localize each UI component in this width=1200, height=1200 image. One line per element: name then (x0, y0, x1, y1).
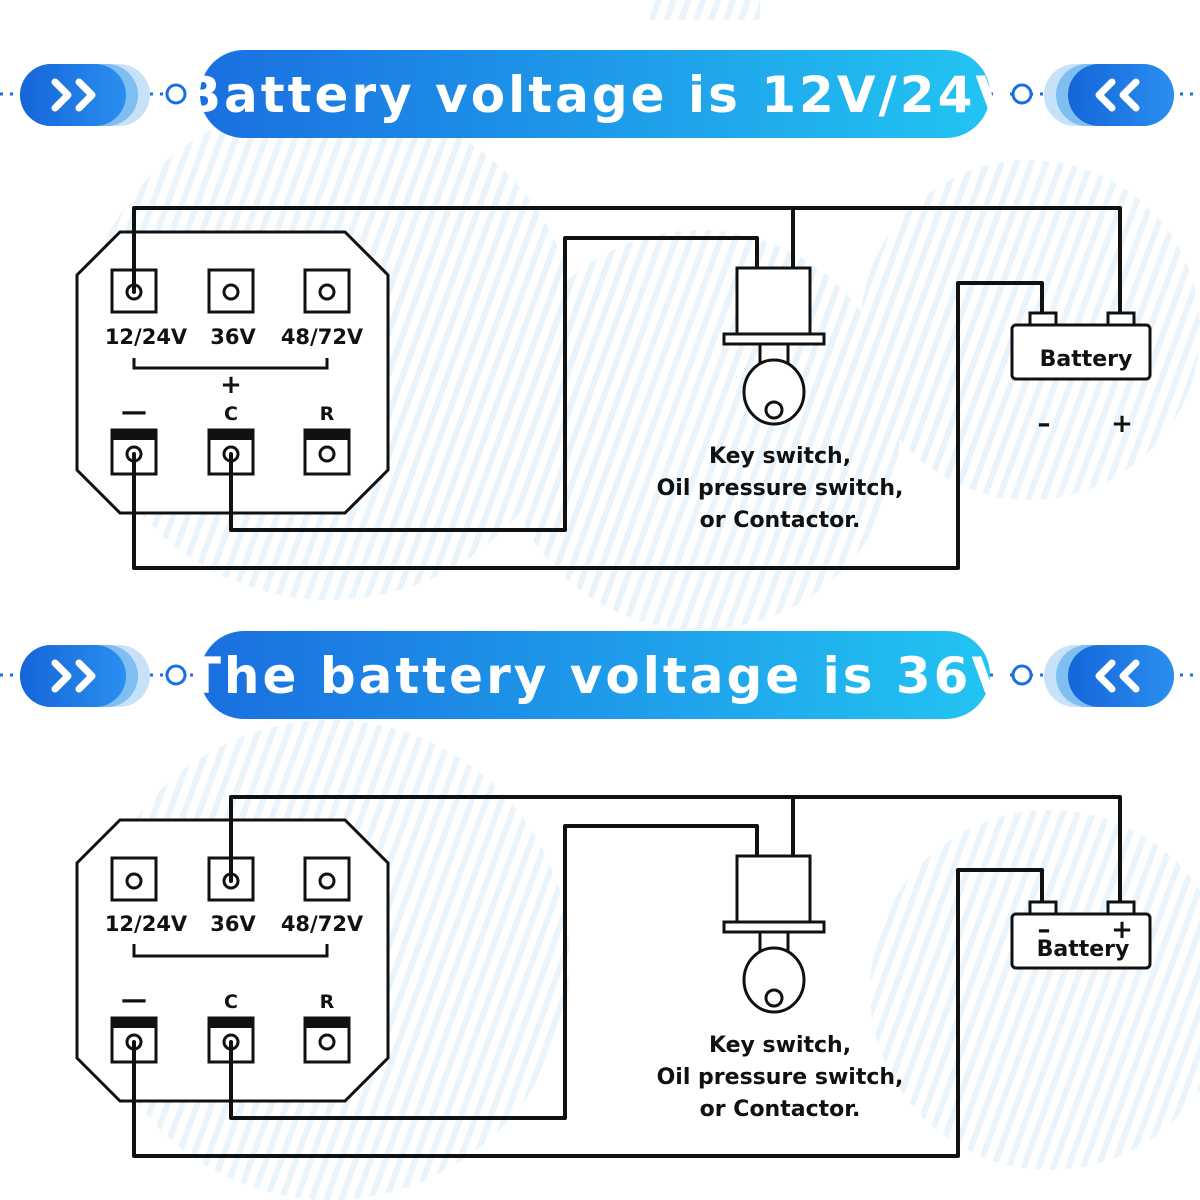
banner-12-24v: Battery voltage is 12V/24V (0, 50, 1200, 138)
terminal-label-r: R (320, 991, 335, 1013)
key-switch (722, 854, 826, 1014)
switch-label-line-1: Key switch, (709, 1033, 851, 1058)
battery-plus-label: + (1111, 915, 1133, 945)
terminal-label-36v: 36V (210, 912, 256, 936)
terminal-label-r: R (320, 403, 335, 425)
terminal-label-48-72v: 48/72V (281, 912, 364, 936)
switch-label-line-1: Key switch, (709, 444, 851, 469)
terminal-12-24v (110, 856, 158, 902)
voltage-module: 12/24V 36V 48/72V + — C R (75, 230, 390, 515)
key-icon (742, 358, 806, 426)
terminal-label-36v: 36V (210, 325, 256, 349)
terminal-label-negative: — (121, 985, 147, 1015)
wires (132, 795, 1122, 1158)
terminal-r (303, 428, 351, 476)
terminal-label-12-24v: 12/24V (105, 325, 188, 349)
battery-icon (1010, 311, 1152, 381)
battery-minus-label: – (1038, 915, 1051, 945)
chevron-left-icon (1044, 645, 1174, 707)
section-title: Battery voltage is 12V/24V (183, 66, 1017, 124)
terminal-label-c: C (224, 403, 238, 425)
switch-label-line-2: Oil pressure switch, (657, 476, 904, 501)
switch-label-line-2: Oil pressure switch, (657, 1065, 904, 1090)
battery-label: Battery (1037, 937, 1130, 962)
battery-plus-label: + (1111, 409, 1133, 439)
terminal-label-c: C (224, 991, 238, 1013)
positive-sign: + (220, 370, 242, 400)
terminal-48-72v (303, 268, 351, 314)
banner-pill (200, 631, 990, 719)
section-36v: The battery voltage is 36V (0, 631, 1200, 1158)
terminal-label-48-72v: 48/72V (281, 325, 364, 349)
battery-label: Battery (1040, 347, 1133, 372)
banner-36v: The battery voltage is 36V (0, 631, 1200, 719)
banner-pill (200, 50, 990, 138)
chevron-left-icon (1044, 64, 1174, 126)
terminal-r (303, 1016, 351, 1064)
battery-icon (1010, 900, 1152, 970)
section-title: The battery voltage is 36V (187, 647, 1013, 705)
section-12-24v: Battery voltage is 12V/24V (0, 50, 1200, 570)
terminal-label-12-24v: 12/24V (105, 912, 188, 936)
terminal-label-negative: — (121, 397, 147, 427)
key-icon (742, 946, 806, 1014)
terminal-36v (207, 268, 255, 314)
terminal-48-72v (303, 856, 351, 902)
switch-label-line-3: or Contactor. (700, 1097, 861, 1122)
switch-label-line-3: or Contactor. (700, 508, 861, 533)
key-switch (722, 266, 826, 426)
wires (132, 206, 1122, 570)
chevron-right-icon (20, 645, 150, 707)
chevron-right-icon (20, 64, 150, 126)
battery-minus-label: – (1038, 409, 1051, 439)
